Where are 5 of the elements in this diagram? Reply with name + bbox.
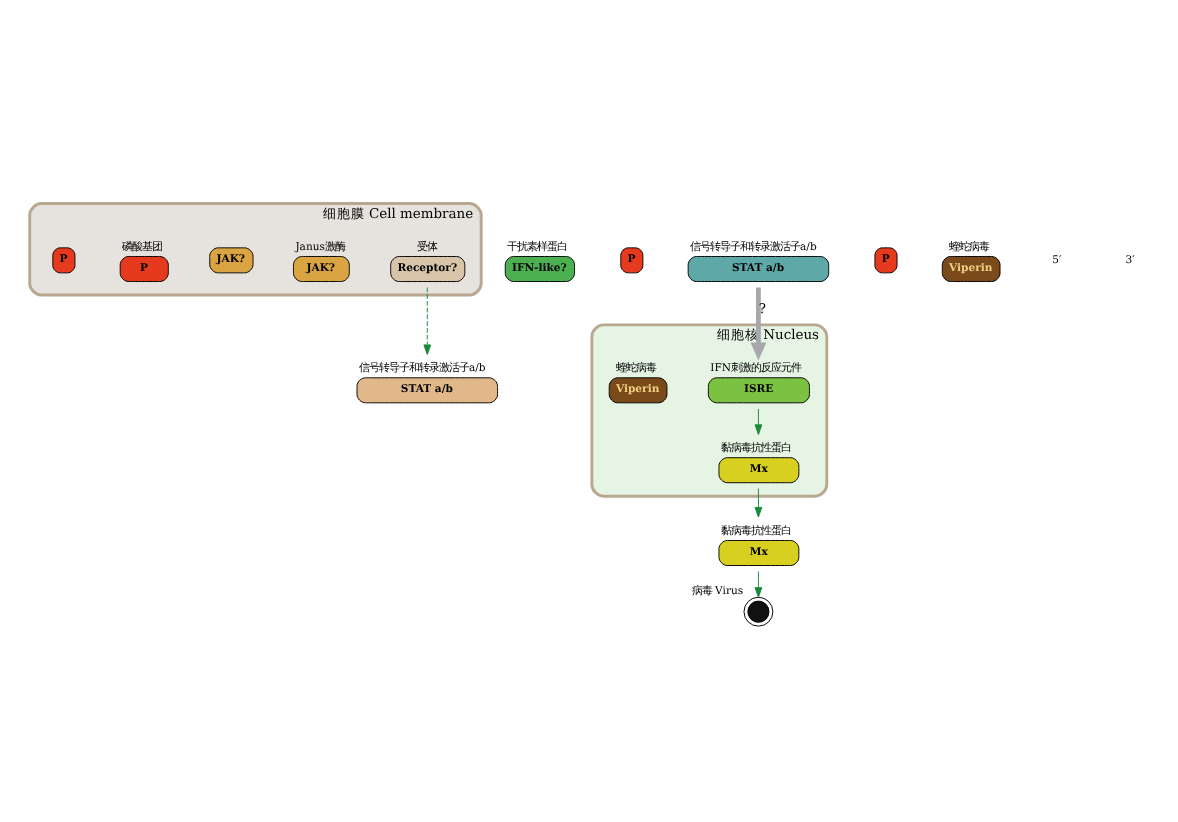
arrow: [754, 488, 763, 518]
arrow: [754, 408, 763, 435]
arrow: [754, 571, 763, 598]
arrow: [750, 287, 767, 361]
arrow: [423, 287, 432, 356]
